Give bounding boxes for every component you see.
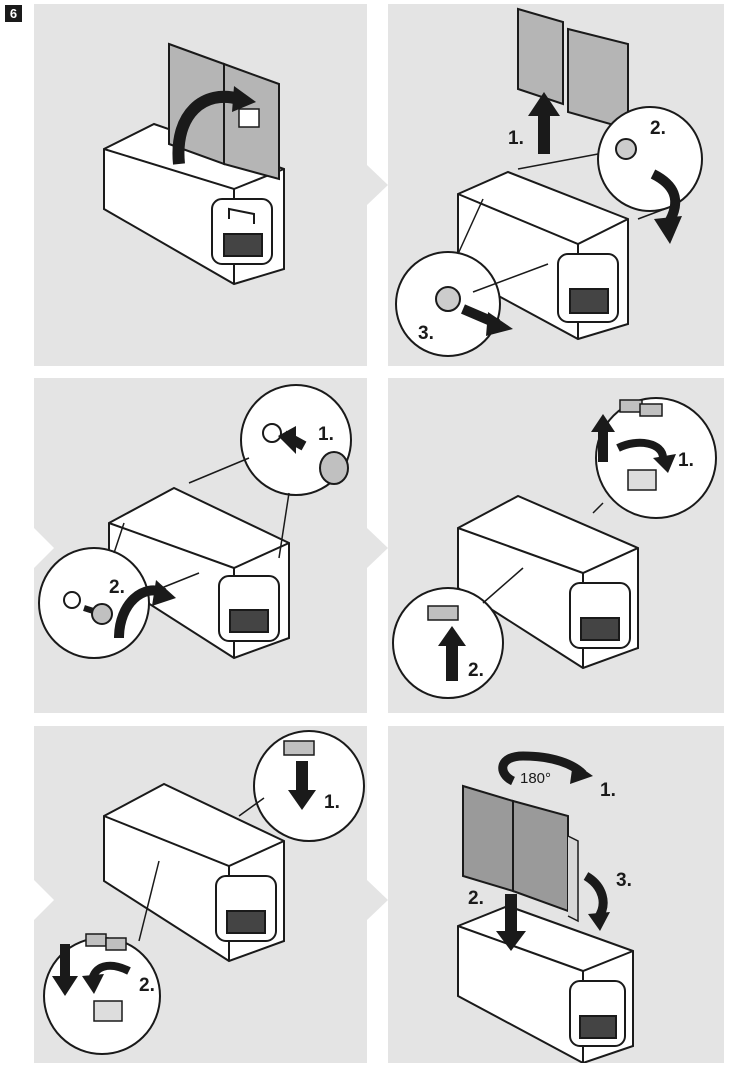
step-label: 1. <box>508 128 524 149</box>
panel-1-open-lid <box>34 4 367 366</box>
step-label: 1. <box>324 792 340 813</box>
cooler-illustration: 1. 2. <box>388 378 724 713</box>
panel-3-insert-pins: 1. 2. <box>34 378 367 713</box>
figure-number: 6 <box>5 5 22 22</box>
chevron-right-icon <box>367 528 388 568</box>
panel-6-refit-lids: 180° 1. 2. 3. <box>388 726 724 1063</box>
step-label: 2. <box>139 975 155 996</box>
step-label: 2. <box>468 660 484 681</box>
panel-2-remove-lids: 1. 2. 3. <box>388 4 724 366</box>
step-label: 3. <box>418 323 434 344</box>
step-label: 2. <box>468 888 484 909</box>
cooler-illustration: 180° 1. 2. 3. <box>388 726 724 1063</box>
step-label: 1. <box>318 424 334 445</box>
rotation-label: 180° <box>520 770 551 787</box>
cooler-illustration: 1. 2. <box>34 726 367 1063</box>
cooler-illustration: 1. 2. 3. <box>388 4 724 366</box>
cooler-illustration: 1. 2. <box>34 378 367 713</box>
step-label: 3. <box>616 870 632 891</box>
panel-4-remove-clips: 1. 2. <box>388 378 724 713</box>
cooler-illustration <box>34 4 367 366</box>
chevron-right-icon <box>367 880 388 920</box>
panel-5-install-clips: 1. 2. <box>34 726 367 1063</box>
step-label: 1. <box>678 450 694 471</box>
chevron-right-icon <box>34 528 54 568</box>
step-label: 1. <box>600 780 616 801</box>
chevron-right-icon <box>367 165 388 205</box>
chevron-right-icon <box>34 880 54 920</box>
step-label: 2. <box>650 118 666 139</box>
step-label: 2. <box>109 577 125 598</box>
